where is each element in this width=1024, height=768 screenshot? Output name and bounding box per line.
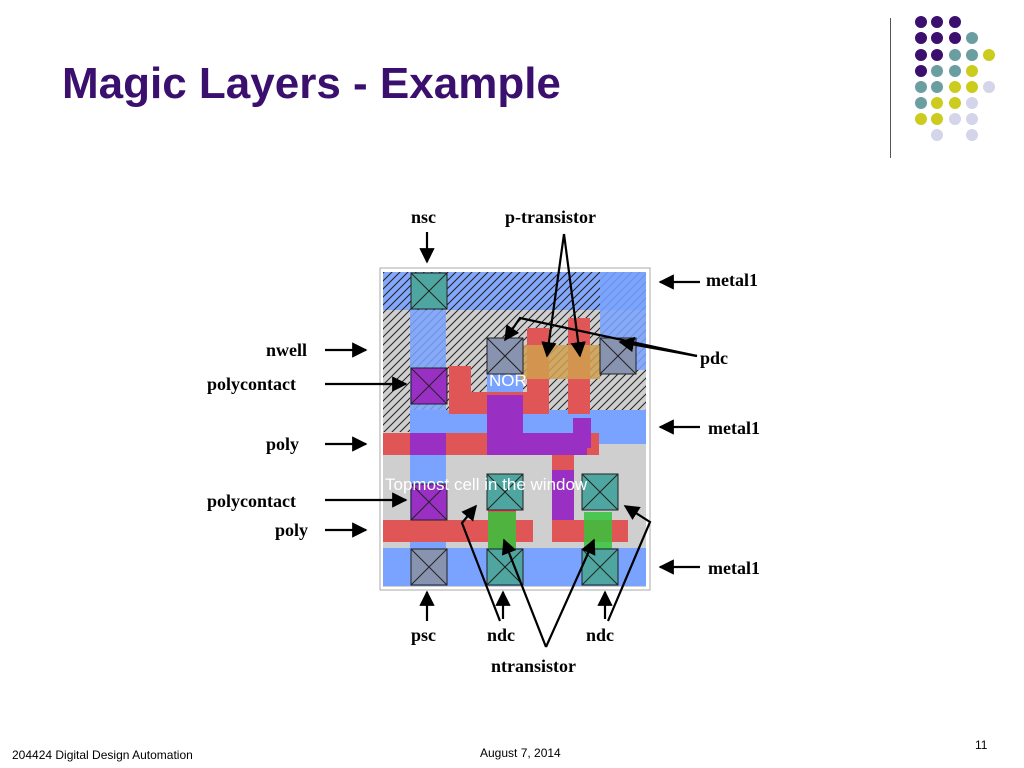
footer-date: August 7, 2014 (480, 746, 561, 760)
slide-title: Magic Layers - Example (62, 59, 561, 108)
label-psc: psc (411, 625, 437, 645)
dot-pattern (915, 16, 995, 141)
window-caption: Topmost cell in the window (385, 475, 588, 494)
label-metal1-bottom: metal1 (708, 558, 760, 578)
p-diffusion (520, 345, 600, 379)
label-poly-top: poly (266, 434, 300, 454)
arrow-ntransistor-2 (544, 538, 596, 648)
arrow-p-transistor-2 (562, 233, 586, 358)
label-nsc: nsc (411, 207, 437, 227)
polycontact-strip-top (410, 433, 446, 455)
decorative-dot-grid (915, 16, 995, 141)
polycontact-bottom (410, 483, 448, 521)
polycontact-top (410, 367, 448, 405)
label-nwell: nwell (266, 340, 308, 360)
label-polycontact-bottom: polycontact (207, 491, 296, 511)
ndc-contact-left (486, 548, 524, 586)
cell-name-label: NOR (489, 371, 527, 390)
label-ndc-right: ndc (586, 625, 615, 645)
label-metal1-top: metal1 (706, 270, 758, 290)
nsc-contact (410, 272, 448, 310)
arrow-ndc-left-top (460, 504, 502, 622)
ndc-contact-left-top (486, 473, 524, 511)
annotation-arrows (325, 232, 700, 648)
pdc-contact-left (486, 337, 524, 375)
label-p-transistor: p-transistor (505, 207, 596, 227)
label-polycontact-top: polycontact (207, 374, 296, 394)
footer-course: 204424 Digital Design Automation (12, 748, 193, 762)
ndiff-left (488, 512, 516, 550)
arrow-ndc-right-top (606, 505, 652, 622)
ndiff-right (584, 512, 612, 550)
label-ntransistor: ntransistor (491, 656, 576, 676)
ndc-contact-right-top (581, 473, 619, 511)
arrow-p-transistor-1 (541, 233, 566, 358)
label-poly-bottom: poly (275, 520, 309, 540)
arrow-pdc-left (504, 316, 698, 358)
polycontact-n-gate (552, 470, 574, 520)
arrow-ntransistor-1 (501, 538, 548, 648)
polycontact-right (573, 418, 591, 448)
label-ndc-left: ndc (487, 625, 516, 645)
label-metal1-mid: metal1 (708, 418, 760, 438)
psc-contact (410, 548, 448, 586)
divider-line (890, 18, 891, 158)
label-pdc: pdc (700, 348, 729, 368)
page-number: 11 (975, 738, 988, 752)
polycontact-horizontal (487, 433, 587, 455)
